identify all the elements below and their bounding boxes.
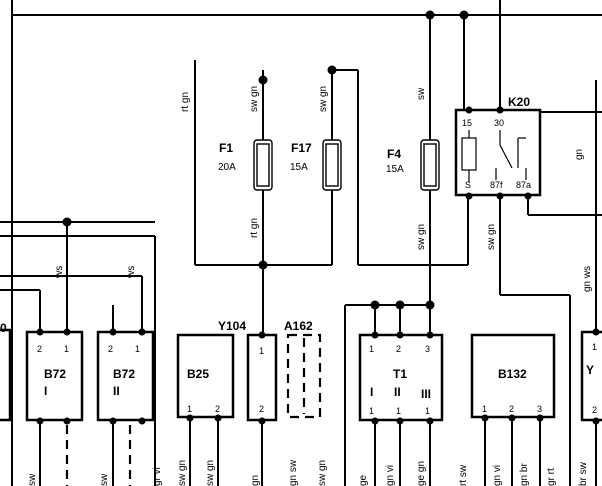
svg-text:Y: Y [586, 363, 594, 377]
svg-text:1: 1 [369, 406, 374, 416]
svg-text:B25: B25 [187, 367, 209, 381]
svg-text:1: 1 [187, 404, 192, 414]
svg-text:F1: F1 [219, 141, 233, 155]
svg-text:sw gn: sw gn [177, 460, 188, 486]
svg-text:1: 1 [482, 404, 487, 414]
fuse-f17: F17 15A [290, 139, 342, 191]
component-b72-i: 2 1 B72 I [25, 328, 84, 425]
svg-text:20A: 20A [218, 162, 236, 173]
svg-text:1: 1 [425, 406, 430, 416]
svg-text:II: II [113, 384, 120, 398]
svg-text:2: 2 [396, 344, 401, 354]
svg-text:sw gn: sw gn [205, 460, 216, 486]
component-partial-right: Y 1 2 [580, 328, 602, 425]
svg-text:gr vi: gr vi [152, 467, 163, 486]
svg-text:A162: A162 [284, 319, 313, 333]
svg-text:br sw: br sw [578, 461, 589, 486]
svg-text:1: 1 [592, 342, 597, 352]
svg-text:2: 2 [592, 405, 597, 415]
svg-text:I: I [44, 384, 47, 398]
svg-text:2: 2 [215, 404, 220, 414]
svg-text:gn: gn [250, 475, 261, 486]
svg-text:B132: B132 [498, 367, 527, 381]
svg-text:sw gn: sw gn [318, 86, 329, 112]
svg-text:15A: 15A [290, 162, 308, 173]
svg-text:0: 0 [0, 321, 7, 335]
svg-text:3: 3 [537, 404, 542, 414]
relay-k20: K20 15 30 S 87f 87a [454, 95, 542, 200]
svg-text:Y104: Y104 [218, 319, 246, 333]
svg-text:ge gn: ge gn [416, 461, 427, 486]
svg-text:gr rt: gr rt [546, 468, 557, 486]
svg-text:F17: F17 [291, 141, 312, 155]
svg-text:15: 15 [462, 118, 472, 128]
component-b132: B132 1 2 3 [470, 333, 556, 422]
svg-text:gn vi: gn vi [385, 465, 396, 486]
svg-text:S: S [465, 180, 471, 190]
svg-text:rt gn: rt gn [180, 92, 191, 112]
svg-text:ws: ws [54, 266, 65, 279]
svg-text:gn ws: gn ws [582, 266, 593, 292]
svg-text:15A: 15A [386, 164, 404, 175]
svg-text:T1: T1 [393, 367, 407, 381]
svg-text:F4: F4 [387, 147, 401, 161]
svg-text:sw gn: sw gn [249, 86, 260, 112]
svg-text:B72: B72 [44, 367, 66, 381]
component-y104: Y104 1 2 [218, 319, 278, 425]
svg-text:1: 1 [369, 344, 374, 354]
component-b25: B25 1 2 [176, 333, 235, 422]
svg-text:sw: sw [416, 87, 427, 100]
svg-text:III: III [421, 387, 431, 401]
wire-labels: rt gn sw gn sw gn sw gn rt gn sw gn sw g… [27, 86, 593, 486]
component-partial-left: 0 [0, 321, 12, 422]
svg-text:ws: ws [126, 266, 137, 279]
svg-text:1: 1 [64, 344, 69, 354]
svg-text:2: 2 [37, 344, 42, 354]
svg-text:sw: sw [27, 473, 38, 486]
svg-text:sw gn: sw gn [486, 224, 497, 250]
svg-text:K20: K20 [508, 95, 530, 109]
fuse-f4: F4 15A [386, 139, 440, 191]
component-a162: A162 [284, 319, 322, 419]
component-t1: 1 2 3 T1 I II III 1 1 1 [358, 331, 444, 425]
svg-text:87f: 87f [490, 180, 503, 190]
svg-text:B72: B72 [113, 367, 135, 381]
svg-text:gn: gn [574, 149, 585, 160]
svg-text:gn sw: gn sw [288, 459, 299, 486]
svg-text:sw gn: sw gn [317, 460, 328, 486]
svg-text:2: 2 [509, 404, 514, 414]
svg-text:rt sw: rt sw [458, 464, 469, 486]
svg-text:30: 30 [494, 118, 504, 128]
svg-text:gn br: gn br [519, 463, 530, 486]
svg-text:2: 2 [259, 404, 264, 414]
svg-text:II: II [394, 385, 401, 399]
component-b72-ii: 2 1 B72 II [96, 328, 155, 425]
svg-text:ge: ge [358, 474, 369, 486]
svg-text:gn vi: gn vi [492, 465, 503, 486]
fuse-f1: F1 20A [218, 139, 273, 191]
svg-text:2: 2 [108, 344, 113, 354]
svg-text:I: I [370, 385, 373, 399]
svg-text:rt gn: rt gn [249, 218, 260, 238]
junction-dots [62, 10, 469, 310]
svg-text:87a: 87a [516, 180, 531, 190]
svg-text:sw gn: sw gn [416, 224, 427, 250]
svg-text:1: 1 [135, 344, 140, 354]
svg-text:1: 1 [259, 346, 264, 356]
svg-text:sw: sw [99, 473, 110, 486]
svg-text:3: 3 [425, 344, 430, 354]
svg-text:1: 1 [396, 406, 401, 416]
